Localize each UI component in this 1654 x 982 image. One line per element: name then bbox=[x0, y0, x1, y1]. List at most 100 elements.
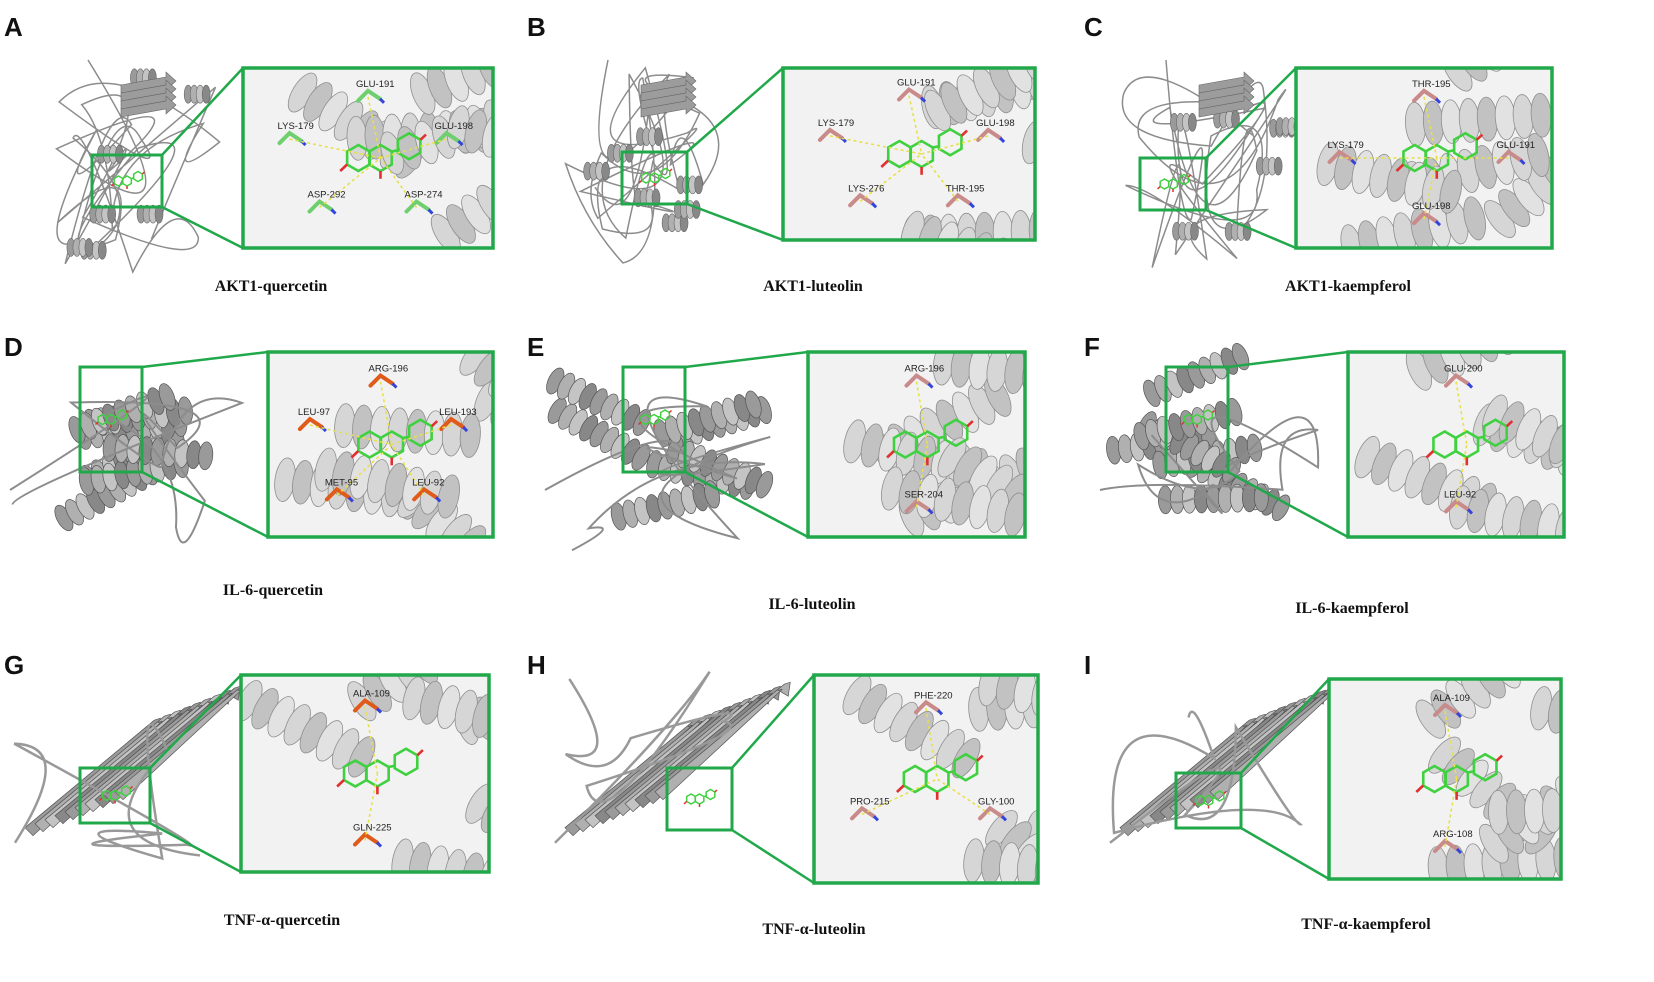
residue-stick bbox=[849, 805, 880, 822]
zoom-connector bbox=[1205, 67, 1297, 159]
zoom-frame bbox=[806, 350, 1027, 539]
hydrogen-bond bbox=[391, 444, 425, 496]
zoom-connector bbox=[149, 674, 242, 769]
protein-overview bbox=[54, 59, 221, 274]
ligand bbox=[886, 418, 974, 466]
hydrogen-bond bbox=[859, 153, 923, 202]
hydrogen-bond bbox=[1423, 96, 1438, 159]
zoom-connector bbox=[731, 828, 815, 885]
hydrogen-bond bbox=[336, 443, 393, 496]
residue-stick bbox=[1433, 838, 1463, 855]
residue-stick bbox=[897, 86, 927, 103]
zoom-frame bbox=[781, 66, 1037, 242]
residue-label: GLU-191 bbox=[356, 79, 395, 90]
residue-label: LEU-193 bbox=[439, 407, 477, 418]
hydrogen-bond bbox=[915, 444, 929, 508]
zoom-connector bbox=[684, 350, 809, 369]
panel-caption: AKT1-kaempferol bbox=[1285, 278, 1411, 295]
residue-label: ASP-274 bbox=[404, 190, 442, 201]
residue-label: ALA-109 bbox=[1433, 693, 1470, 704]
panel-caption: AKT1-luteolin bbox=[763, 278, 863, 295]
residue-label: GLU-200 bbox=[1444, 364, 1483, 375]
binding-site-box bbox=[620, 150, 689, 206]
residue-label: ARG-196 bbox=[905, 364, 945, 375]
panel-letter: G bbox=[4, 650, 25, 680]
protein-overview bbox=[1121, 59, 1303, 268]
zoom-connector bbox=[684, 470, 809, 539]
hydrogen-bond bbox=[861, 778, 938, 816]
panel-caption: AKT1-quercetin bbox=[214, 278, 328, 295]
residue-label: GLY-100 bbox=[978, 796, 1014, 807]
residue-stick bbox=[904, 373, 934, 389]
zoom-connector bbox=[686, 67, 784, 153]
panel-letter: A bbox=[4, 12, 23, 42]
hydrogen-bond bbox=[367, 96, 382, 159]
binding-site-box bbox=[1164, 365, 1230, 474]
zoom-connector bbox=[1240, 826, 1330, 881]
hydrogen-bond bbox=[319, 157, 382, 209]
hydrogen-bond bbox=[1423, 157, 1438, 220]
residue-label: GLN-225 bbox=[353, 822, 392, 833]
residue-stick bbox=[1444, 498, 1474, 515]
residue-stick bbox=[848, 192, 878, 209]
residue-stick bbox=[904, 498, 934, 515]
panel-letter: C bbox=[1084, 12, 1103, 42]
hydrogen-bond bbox=[915, 381, 929, 445]
protein-overview bbox=[544, 367, 774, 552]
zoom-connector bbox=[731, 674, 815, 769]
panel-caption: TNF-α-kaempferol bbox=[1301, 916, 1431, 933]
hydrogen-bond bbox=[908, 95, 923, 155]
residue-stick bbox=[412, 486, 442, 503]
zoom-frame bbox=[1346, 350, 1566, 539]
binding-site-box bbox=[621, 365, 687, 474]
residue-label: GLU-191 bbox=[1496, 140, 1535, 151]
zoom-connector bbox=[161, 67, 244, 156]
residue-label: GLU-198 bbox=[434, 121, 473, 132]
panel-letter: B bbox=[527, 12, 546, 42]
residue-label: GLU-198 bbox=[976, 118, 1015, 129]
residue-stick bbox=[353, 831, 383, 848]
residue-stick bbox=[945, 192, 975, 209]
zoom-connector bbox=[686, 202, 784, 242]
residue-label: THR-195 bbox=[1412, 79, 1451, 90]
hydrogen-bond bbox=[379, 381, 393, 445]
residue-label: LYS-179 bbox=[818, 118, 854, 129]
residue-label: LYS-276 bbox=[848, 183, 884, 194]
residue-label: ARG-108 bbox=[1433, 829, 1473, 840]
panel-caption: TNF-α-quercetin bbox=[223, 912, 341, 929]
zoom-connector bbox=[161, 205, 244, 250]
residue-stick bbox=[368, 373, 398, 389]
residue-stick bbox=[978, 805, 1008, 822]
hydrogen-bond bbox=[364, 706, 379, 774]
hydrogen-bond bbox=[1455, 444, 1468, 508]
residue-label: PHE-220 bbox=[914, 690, 953, 701]
residue-stick bbox=[439, 416, 469, 433]
hydrogen-bond bbox=[391, 424, 452, 446]
panel-caption: TNF-α-luteolin bbox=[762, 921, 866, 938]
residue-stick bbox=[914, 699, 944, 716]
panel-letter: D bbox=[4, 332, 23, 362]
residue-stick bbox=[1412, 210, 1442, 227]
ligand bbox=[896, 752, 984, 800]
panel-letter: H bbox=[527, 650, 546, 680]
panel-caption: IL-6-kaempferol bbox=[1295, 600, 1409, 617]
hydrogen-bond bbox=[379, 157, 418, 208]
protein-overview bbox=[554, 671, 791, 844]
residue-stick bbox=[356, 88, 386, 104]
residue-label: LYS-179 bbox=[1328, 140, 1364, 151]
hydrogen-bond bbox=[920, 153, 959, 202]
zoom-connector bbox=[141, 470, 269, 539]
panel-letter: E bbox=[527, 332, 545, 362]
hydrogen-bond bbox=[936, 778, 991, 816]
residue-label: LEU-92 bbox=[1444, 489, 1476, 500]
binding-site-box bbox=[78, 766, 152, 825]
